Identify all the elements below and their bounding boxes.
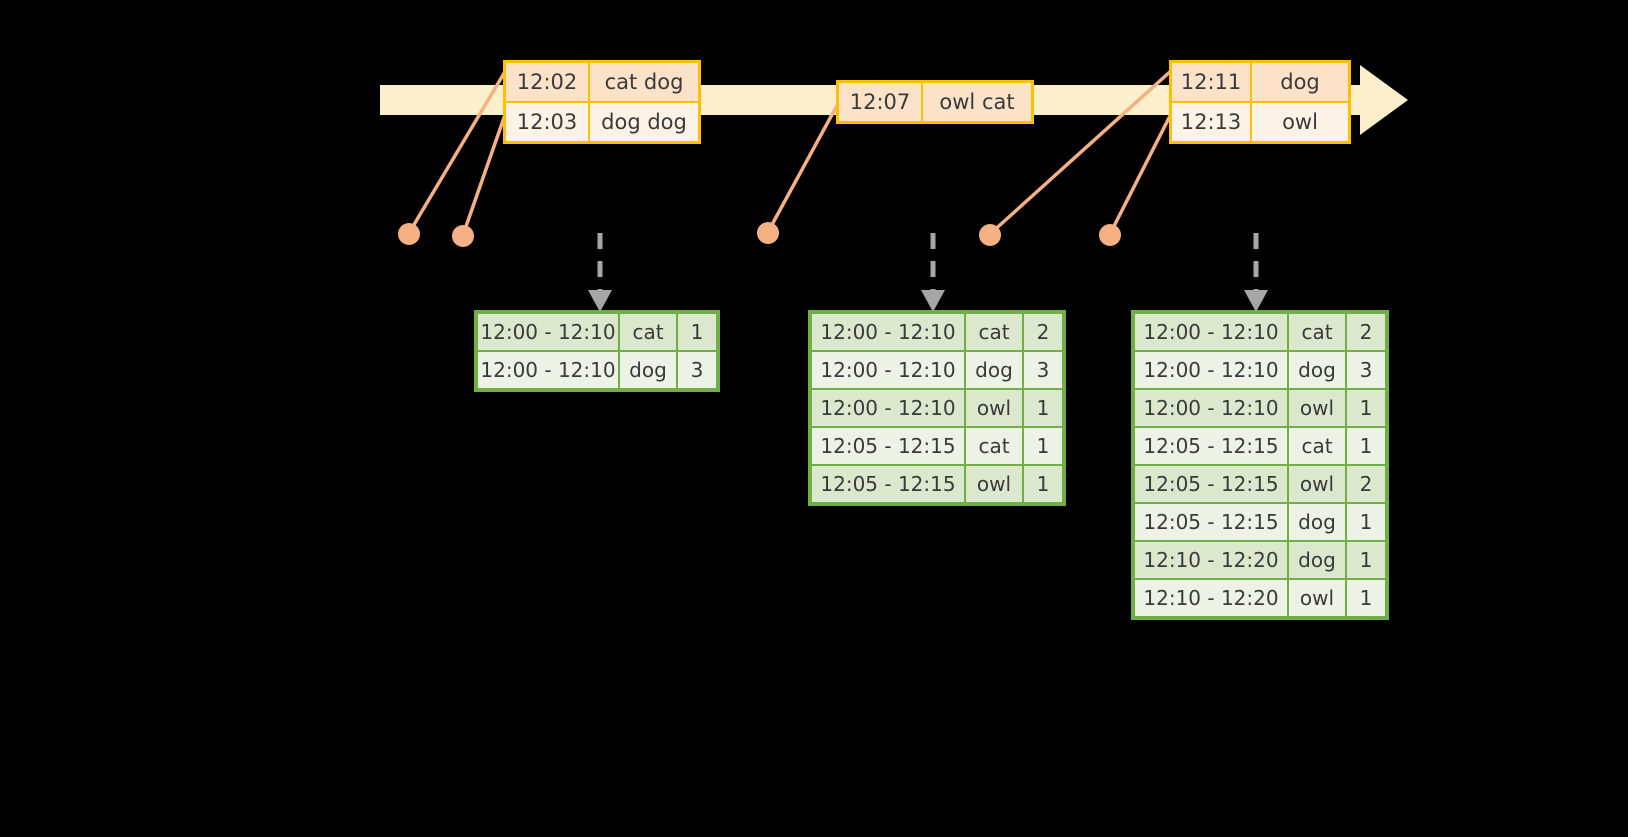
event-box-3: 12:11 dog 12:13 owl — [1169, 60, 1351, 144]
event-box-1: 12:02 cat dog 12:03 dog dog — [503, 60, 701, 144]
event-box-2: 12:07 owl cat — [836, 80, 1034, 124]
event-row: 12:11 dog — [1172, 63, 1348, 101]
event-payload: dog dog — [590, 103, 698, 141]
table-row: 12:05 - 12:15 owl 1 — [811, 465, 1063, 503]
window-cell: 12:05 - 12:15 — [812, 466, 964, 502]
event-time: 12:13 — [1172, 103, 1252, 141]
table-row: 12:05 - 12:15 cat 1 — [1134, 427, 1386, 465]
marker-dot-5 — [1099, 224, 1121, 246]
table-row: 12:10 - 12:20 dog 1 — [1134, 541, 1386, 579]
window-cell: 12:00 - 12:10 — [812, 390, 964, 426]
count-cell: 3 — [1024, 352, 1062, 388]
table-row: 12:05 - 12:15 cat 1 — [811, 427, 1063, 465]
count-cell: 2 — [1347, 314, 1385, 350]
event-time: 12:07 — [839, 83, 923, 121]
event-time: 12:03 — [506, 103, 590, 141]
count-cell: 1 — [1347, 542, 1385, 578]
window-cell: 12:05 - 12:15 — [1135, 466, 1287, 502]
marker-dot-4 — [979, 224, 1001, 246]
key-cell: dog — [1289, 542, 1345, 578]
window-cell: 12:00 - 12:10 — [1135, 352, 1287, 388]
key-cell: owl — [1289, 390, 1345, 426]
key-cell: dog — [1289, 352, 1345, 388]
window-cell: 12:00 - 12:10 — [812, 352, 964, 388]
key-cell: owl — [1289, 466, 1345, 502]
result-table-2: 12:00 - 12:10 cat 2 12:00 - 12:10 dog 3 … — [808, 310, 1066, 506]
window-cell: 12:10 - 12:20 — [1135, 580, 1287, 616]
table-row: 12:00 - 12:10 owl 1 — [811, 389, 1063, 427]
dashed-arrow-head-1 — [588, 290, 612, 312]
count-cell: 3 — [1347, 352, 1385, 388]
key-cell: owl — [966, 466, 1022, 502]
window-cell: 12:00 - 12:10 — [812, 314, 964, 350]
table-row: 12:00 - 12:10 dog 3 — [1134, 351, 1386, 389]
event-row: 12:13 owl — [1172, 101, 1348, 141]
key-cell: cat — [1289, 314, 1345, 350]
window-cell: 12:05 - 12:15 — [1135, 504, 1287, 540]
result-table-3: 12:00 - 12:10 cat 2 12:00 - 12:10 dog 3 … — [1131, 310, 1389, 620]
table-row: 12:00 - 12:10 cat 2 — [811, 313, 1063, 351]
count-cell: 2 — [1024, 314, 1062, 350]
event-payload: owl cat — [923, 83, 1031, 121]
event-row: 12:03 dog dog — [506, 101, 698, 141]
key-cell: dog — [966, 352, 1022, 388]
key-cell: cat — [1289, 428, 1345, 464]
window-cell: 12:00 - 12:10 — [1135, 390, 1287, 426]
table-row: 12:00 - 12:10 cat 1 — [477, 313, 717, 351]
event-time: 12:11 — [1172, 63, 1252, 101]
count-cell: 1 — [1347, 504, 1385, 540]
key-cell: dog — [1289, 504, 1345, 540]
count-cell: 1 — [1347, 390, 1385, 426]
count-cell: 1 — [1024, 466, 1062, 502]
key-cell: owl — [966, 390, 1022, 426]
table-row: 12:05 - 12:15 dog 1 — [1134, 503, 1386, 541]
count-cell: 3 — [678, 352, 716, 388]
count-cell: 2 — [1347, 466, 1385, 502]
window-cell: 12:00 - 12:10 — [478, 314, 618, 350]
event-time: 12:02 — [506, 63, 590, 101]
event-payload: cat dog — [590, 63, 698, 101]
marker-dot-3 — [757, 222, 779, 244]
dashed-arrow-head-3 — [1244, 290, 1268, 312]
key-cell: cat — [966, 428, 1022, 464]
event-row: 12:07 owl cat — [839, 83, 1031, 121]
result-table-1: 12:00 - 12:10 cat 1 12:00 - 12:10 dog 3 — [474, 310, 720, 392]
key-cell: cat — [966, 314, 1022, 350]
key-cell: dog — [620, 352, 676, 388]
table-row: 12:05 - 12:15 owl 2 — [1134, 465, 1386, 503]
table-row: 12:00 - 12:10 owl 1 — [1134, 389, 1386, 427]
event-payload: dog — [1252, 63, 1348, 101]
event-row: 12:02 cat dog — [506, 63, 698, 101]
key-cell: cat — [620, 314, 676, 350]
count-cell: 1 — [1024, 390, 1062, 426]
count-cell: 1 — [1347, 428, 1385, 464]
table-row: 12:00 - 12:10 dog 3 — [811, 351, 1063, 389]
window-cell: 12:00 - 12:10 — [478, 352, 618, 388]
count-cell: 1 — [1347, 580, 1385, 616]
window-cell: 12:05 - 12:15 — [812, 428, 964, 464]
marker-dot-1 — [398, 223, 420, 245]
window-cell: 12:10 - 12:20 — [1135, 542, 1287, 578]
count-cell: 1 — [678, 314, 716, 350]
event-payload: owl — [1252, 103, 1348, 141]
window-cell: 12:00 - 12:10 — [1135, 314, 1287, 350]
dashed-arrow-head-2 — [921, 290, 945, 312]
table-row: 12:00 - 12:10 cat 2 — [1134, 313, 1386, 351]
window-cell: 12:05 - 12:15 — [1135, 428, 1287, 464]
table-row: 12:00 - 12:10 dog 3 — [477, 351, 717, 389]
count-cell: 1 — [1024, 428, 1062, 464]
key-cell: owl — [1289, 580, 1345, 616]
table-row: 12:10 - 12:20 owl 1 — [1134, 579, 1386, 617]
marker-dot-2 — [452, 225, 474, 247]
